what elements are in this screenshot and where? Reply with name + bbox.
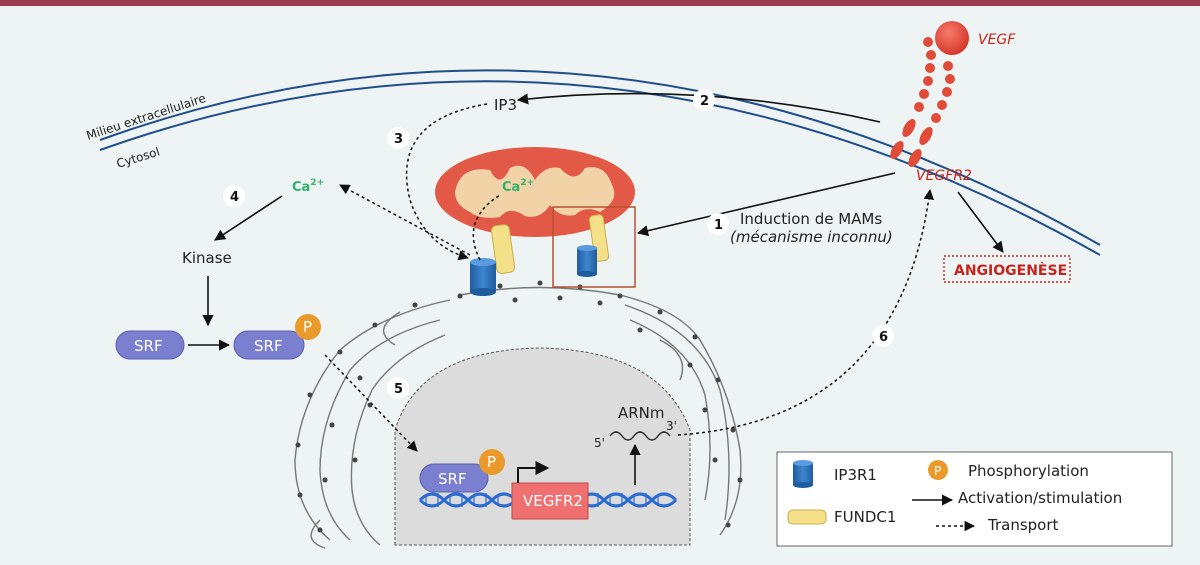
legend-ip3r1: IP3R1 — [834, 466, 877, 484]
induction-label: Induction de MAMs — [740, 210, 882, 228]
mam-complex-right — [577, 214, 610, 277]
vegf-ligand — [935, 21, 969, 55]
legend-phosphorylation: Phosphorylation — [968, 462, 1089, 480]
dna-helix — [418, 492, 678, 508]
mecanisme-label: (mécanisme inconnu) — [730, 228, 893, 246]
vegfr2-gene — [511, 482, 589, 520]
step-3: 3 — [394, 132, 403, 147]
arrow-step5-transport — [324, 354, 418, 452]
transcription-start-arrow — [517, 461, 550, 483]
legend-activation: Activation/stimulation — [958, 489, 1122, 507]
legend: IP3R1 FUNDC1 P Phosphorylation Activatio… — [776, 451, 1173, 547]
legend-transport: Transport — [987, 516, 1059, 534]
srf-label-2: SRF — [254, 337, 283, 355]
srf-label-3: SRF — [438, 470, 467, 488]
ip3r1-right — [577, 248, 597, 274]
mrna-strand — [609, 431, 671, 441]
step-1: 1 — [714, 218, 723, 233]
legend-fundc1: FUNDC1 — [834, 508, 896, 526]
srf-nuclear — [419, 463, 489, 493]
legend-phospho-swatch — [928, 460, 948, 480]
arrow-ca-release — [339, 184, 471, 256]
cell-membrane — [99, 69, 1101, 256]
p-label-2: P — [487, 453, 496, 471]
cytosol-label: Cytosol — [115, 144, 162, 170]
phospho-badge-1 — [295, 314, 321, 340]
ca-label: Ca2+ — [292, 178, 324, 195]
angiogenese-label: ANGIOGENÈSE — [954, 262, 1067, 279]
step-markers: 1 2 3 4 5 6 — [223, 89, 894, 399]
vegfr2-label: VEGFR2 — [916, 168, 972, 184]
dna-rungs — [425, 493, 659, 507]
step-4: 4 — [230, 190, 239, 205]
arnm-label: ARNm — [618, 404, 665, 422]
mam-highlight-box — [552, 206, 636, 288]
ribosomes — [295, 280, 743, 533]
arrow-ca-mito — [472, 194, 501, 261]
arrow-angiogenese — [957, 191, 1004, 253]
vegf-label: VEGF — [978, 32, 1016, 48]
mitochondrion — [435, 147, 635, 237]
fundc1-left — [490, 224, 516, 274]
step-2: 2 — [700, 94, 709, 109]
arrow-step3-ip3 — [405, 103, 488, 261]
mam-complex-left — [470, 224, 516, 296]
vegfr2-receptor — [890, 37, 955, 168]
legend-fundc1-swatch — [787, 509, 827, 525]
srf-unphosphorylated — [115, 330, 185, 360]
srf-phosphorylated — [233, 330, 305, 360]
endoplasmic-reticulum — [294, 286, 742, 549]
nucleus — [394, 347, 691, 546]
legend-p-label: P — [934, 464, 941, 478]
phospho-badge-2 — [479, 449, 505, 475]
vegfr2-gene-label: VEGFR2 — [523, 492, 583, 510]
arrow-step6-transport — [677, 188, 934, 436]
arrow-step4-kinase — [214, 195, 283, 241]
p-label-1: P — [303, 318, 312, 336]
step-6: 6 — [879, 330, 888, 345]
step-5: 5 — [394, 382, 403, 397]
top-bar — [0, 0, 1200, 6]
ca-mito-label: Ca2+ — [502, 178, 534, 195]
five-prime-label: 5' — [594, 436, 605, 450]
srf-label-1: SRF — [134, 337, 163, 355]
three-prime-label: 3' — [666, 419, 677, 433]
arrow-step1-mam — [636, 172, 896, 237]
kinase-label: Kinase — [182, 249, 232, 267]
ip3-label: IP3 — [494, 96, 517, 114]
legend-ip3r1-swatch — [793, 463, 813, 485]
ip3r1-left — [470, 262, 496, 292]
